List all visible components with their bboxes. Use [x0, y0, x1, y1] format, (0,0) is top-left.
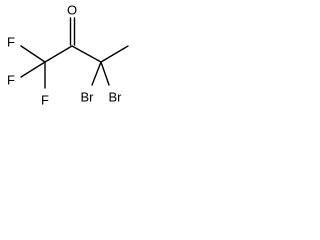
cbr2-methyl-bond [100, 45, 129, 63]
oxygen-label: O [67, 3, 77, 18]
molecule-drawing: O F F F Br Br [7, 3, 129, 108]
carbonyl-cbr2-bond [71, 45, 102, 63]
fluorine-label-2: F [7, 73, 15, 88]
structure-canvas: O F F F Br Br [0, 0, 149, 117]
cf3-carbonyl-bond [44, 45, 73, 63]
bromine-label-1: Br [81, 90, 95, 105]
cbr-bond-2 [100, 61, 110, 86]
bromine-label-2: Br [109, 90, 123, 105]
cf-bond-1 [20, 45, 46, 63]
fluorine-label-3: F [41, 93, 49, 108]
cbr-bond-1 [91, 61, 102, 86]
fluorine-label-1: F [7, 35, 15, 50]
cf-bond-2 [20, 61, 46, 78]
